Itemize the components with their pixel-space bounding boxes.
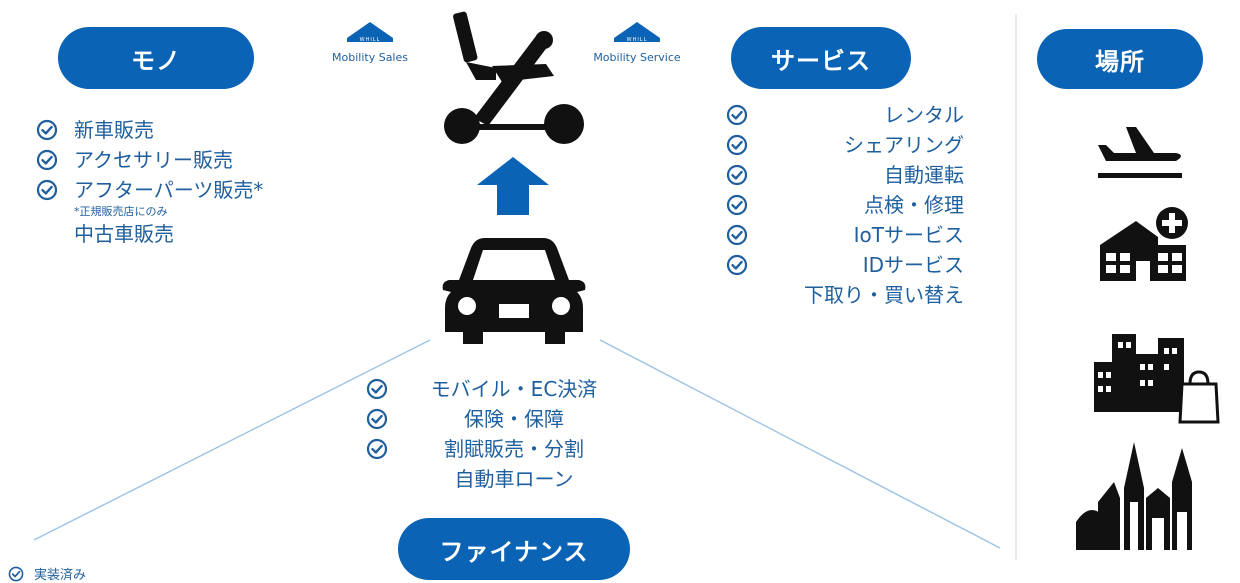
wheelchair-icon [444, 11, 584, 144]
finance-list: モバイル・EC決済 保険・保障 割賦販売・分割 自動車ローン [366, 374, 624, 494]
list-item: モバイル・EC決済 [366, 374, 624, 404]
check-circle-icon [36, 179, 58, 201]
city-shopping-icon [1094, 334, 1220, 424]
list-item: アクセサリー販売 [36, 145, 263, 175]
check-circle-icon [726, 104, 748, 126]
list-item: 新車販売 [36, 115, 263, 145]
check-circle-icon [366, 438, 388, 460]
mono-list: 新車販売 アクセサリー販売 アフターパーツ販売* *正規販売店にのみ 中古車販売 [36, 115, 263, 249]
legend: 実装済み [8, 564, 86, 583]
check-circle-icon [36, 119, 58, 141]
check-circle-icon [726, 164, 748, 186]
check-circle-icon [726, 224, 748, 246]
up-arrow-icon [477, 157, 549, 215]
check-circle-icon [8, 566, 24, 582]
check-circle-icon [726, 194, 748, 216]
check-circle-icon [726, 134, 748, 156]
list-item: 保険・保障 [366, 404, 624, 434]
check-circle-icon [366, 378, 388, 400]
whill-logo-icon [614, 22, 660, 42]
legend-label: 実装済み [34, 568, 87, 583]
list-item: IoTサービス [726, 220, 964, 250]
list-item: 点検・修理 [726, 190, 964, 220]
airplane-icon [1098, 127, 1182, 178]
whill-logo-icon [347, 22, 393, 42]
place-pill: 場所 [1037, 29, 1203, 89]
mobility-service-caption: Mobility Service [593, 51, 681, 64]
list-item-unchecked: 下取り・買い替え [804, 283, 964, 307]
whill-logo-text: WHILL [359, 37, 381, 43]
hospital-icon [1100, 207, 1188, 281]
list-item: レンタル [726, 100, 964, 130]
finance-pill: ファイナンス [398, 518, 630, 580]
whill-mobility-service-logo: WHILL Mobility Service [578, 18, 696, 64]
landmark-icon [1076, 442, 1192, 550]
list-item: IDサービス [726, 250, 964, 280]
list-item: 自動運転 [726, 160, 964, 190]
whill-mobility-sales-logo: WHILL Mobility Sales [314, 18, 426, 64]
list-item: シェアリング [726, 130, 964, 160]
check-circle-icon [366, 408, 388, 430]
mono-pill: モノ [58, 27, 254, 89]
footnote: *正規販売店にのみ [74, 205, 168, 218]
car-icon [442, 238, 586, 344]
list-item-unchecked: 中古車販売 [74, 222, 174, 246]
list-item-unchecked: 自動車ローン [454, 467, 574, 491]
mobility-sales-caption: Mobility Sales [332, 51, 408, 64]
list-item: アフターパーツ販売* [36, 175, 263, 205]
service-pill: サービス [731, 27, 911, 89]
whill-logo-text: WHILL [626, 37, 648, 43]
check-circle-icon [726, 254, 748, 276]
service-list: レンタル シェアリング 自動運転 点検・修理 IoTサービス IDサービス 下取… [726, 100, 964, 310]
list-item: 割賦販売・分割 [366, 434, 624, 464]
check-circle-icon [36, 149, 58, 171]
